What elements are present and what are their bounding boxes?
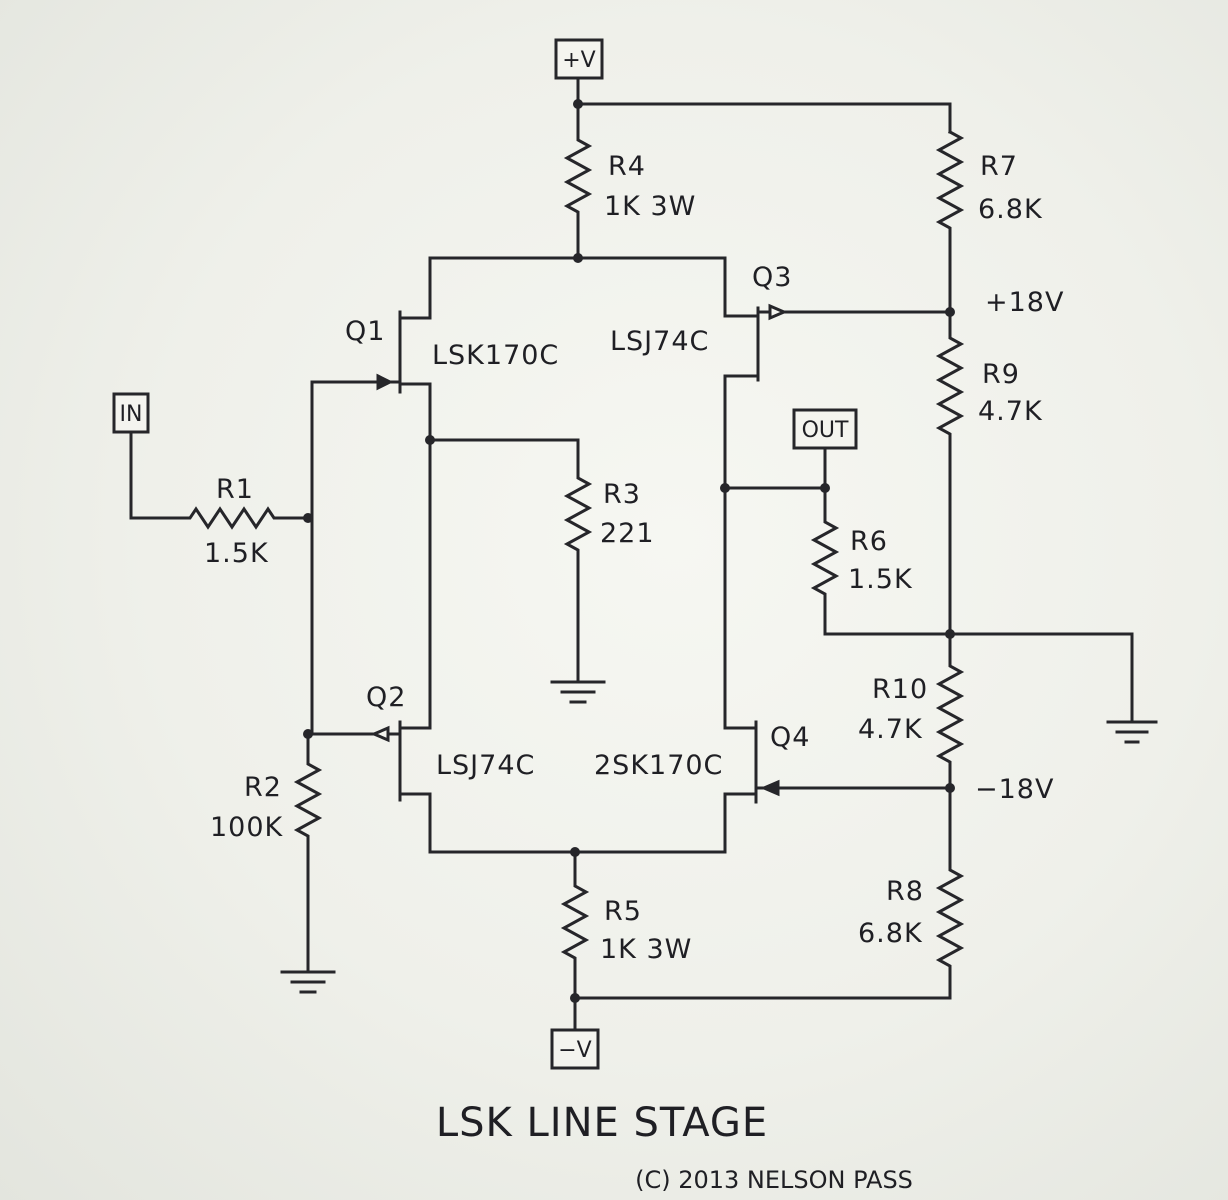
r8-value: 6.8K: [858, 918, 923, 949]
r5-ref: R5: [604, 896, 642, 927]
diagram-title: LSK LINE STAGE: [436, 1100, 768, 1146]
q4-part: 2SK170C: [594, 750, 723, 781]
r1-ref: R1: [216, 474, 254, 505]
resistor-r3: R3 221: [428, 438, 655, 704]
transistor-q2: Q2 LSJ74C: [310, 682, 727, 854]
r9-value: 4.7K: [978, 396, 1043, 427]
r3-value: 221: [600, 518, 655, 549]
pos-supply-port: +V: [554, 38, 604, 80]
resistor-r4: R4 1K 3W: [563, 102, 696, 260]
r7-ref: R7: [980, 151, 1018, 182]
r10-ref: R10: [872, 674, 928, 705]
r9-ref: R9: [982, 359, 1020, 390]
r2-value: 100K: [210, 812, 284, 843]
junction-bottom: [570, 993, 580, 1003]
q2-part: LSJ74C: [436, 750, 535, 781]
resistor-r7: R7 6.8K: [935, 129, 1043, 314]
transistor-q1: Q1 LSK170C: [310, 256, 559, 442]
r6-ref: R6: [850, 526, 888, 557]
resistor-r2: R2 100K: [210, 732, 336, 994]
top-rail-wire: [576, 76, 952, 134]
pos-rail-label: +18V: [985, 287, 1064, 318]
output-label: OUT: [802, 418, 849, 443]
r4-value: 1K 3W: [604, 191, 696, 222]
transistor-q3: Q3 LSJ74C: [610, 256, 952, 730]
bottom-rail-wire: [573, 996, 952, 1032]
transistor-q4: Q4 2SK170C: [594, 720, 952, 854]
input-port: IN: [112, 392, 150, 434]
neg-supply-port: −V: [550, 1028, 600, 1070]
r5-value: 1K 3W: [600, 934, 692, 965]
resistor-r5: R5 1K 3W: [560, 850, 692, 1000]
q4-ref: Q4: [770, 722, 810, 753]
r7-value: 6.8K: [978, 194, 1043, 225]
r10-value: 4.7K: [858, 714, 923, 745]
q1-part: LSK170C: [432, 340, 559, 371]
r3-ref: R3: [603, 479, 641, 510]
neg-supply-label: −V: [558, 1038, 591, 1063]
resistor-r10: R10 4.7K: [858, 632, 965, 790]
q3-ref: Q3: [752, 262, 792, 293]
resistor-r1: R1 1.5K: [129, 430, 314, 569]
resistor-r9: R9 4.7K: [935, 310, 1043, 636]
r2-ref: R2: [244, 772, 282, 803]
resistor-r8: R8 6.8K: [858, 786, 965, 1000]
r1-value: 1.5K: [204, 538, 269, 569]
input-label: IN: [120, 402, 143, 427]
q1-ref: Q1: [345, 316, 385, 347]
q3-part: LSJ74C: [610, 326, 709, 357]
neg-rail-label: −18V: [975, 774, 1054, 805]
copyright-notice: (C) 2013 NELSON PASS: [635, 1166, 913, 1194]
r4-ref: R4: [608, 151, 646, 182]
pos-supply-label: +V: [562, 48, 595, 73]
q2-ref: Q2: [366, 682, 406, 713]
r6-value: 1.5K: [848, 564, 913, 595]
resistor-r6: R6 1.5K: [723, 446, 952, 636]
r8-ref: R8: [886, 876, 924, 907]
output-port: OUT: [792, 408, 858, 450]
ground-right: [948, 632, 1158, 744]
junction-gate-in: [303, 513, 313, 523]
